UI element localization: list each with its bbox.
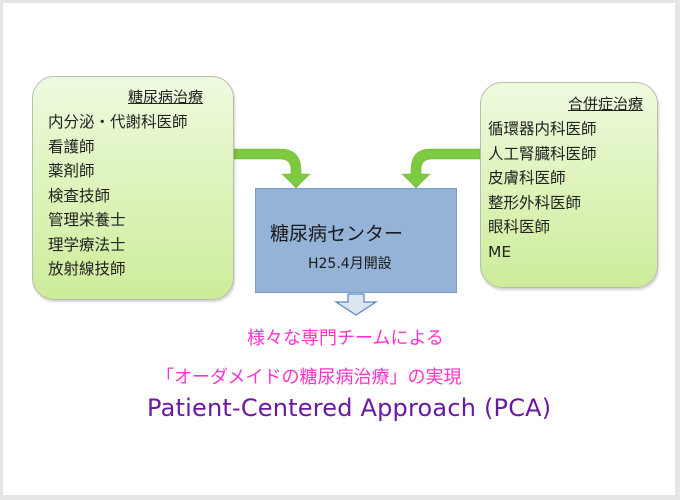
center-title: 糖尿病センター — [270, 223, 404, 245]
list-item: 管理栄養士 — [48, 211, 126, 229]
list-item: 人工腎臓科医師 — [488, 144, 597, 163]
list-item: 循環器内科医師 — [488, 120, 597, 138]
list-item: 放射線技師 — [48, 260, 126, 278]
result-line-1: 様々な専門チームによる — [247, 328, 444, 349]
result-line-2: 「オーダメイドの糖尿病治療」の実現 — [156, 367, 462, 388]
list-item: 内分泌・代謝科医師 — [48, 113, 188, 131]
list-item: 検査技師 — [48, 186, 111, 205]
list-item: ME — [488, 242, 512, 261]
center-subtitle: H25.4月開設 — [308, 256, 392, 272]
list-item: 薬剤師 — [48, 162, 95, 180]
list-item: 看護師 — [48, 137, 95, 156]
diabetes-center-box: 糖尿病センター H25.4月開設 — [255, 188, 457, 293]
complication-treatment-box: 合併症治療 循環器内科医師 人工腎臓科医師 皮膚科医師 整形外科医師 眼科医師 … — [480, 82, 658, 288]
complication-treatment-title: 合併症治療 — [567, 95, 643, 113]
list-item: 理学療法士 — [48, 235, 126, 254]
list-item: 眼科医師 — [488, 218, 551, 236]
result-line-pca: Patient-Centered Approach (PCA) — [147, 394, 552, 422]
diabetes-treatment-title: 糖尿病治療 — [127, 88, 203, 106]
green-arrow-left-icon — [233, 148, 311, 189]
list-item: 整形外科医師 — [488, 193, 582, 212]
down-arrow-icon — [333, 293, 379, 316]
green-arrow-right-icon — [401, 148, 481, 189]
list-item: 皮膚科医師 — [488, 169, 566, 187]
diabetes-treatment-box: 糖尿病治療 内分泌・代謝科医師 看護師 薬剤師 検査技師 管理栄養士 理学療法士… — [32, 76, 234, 300]
